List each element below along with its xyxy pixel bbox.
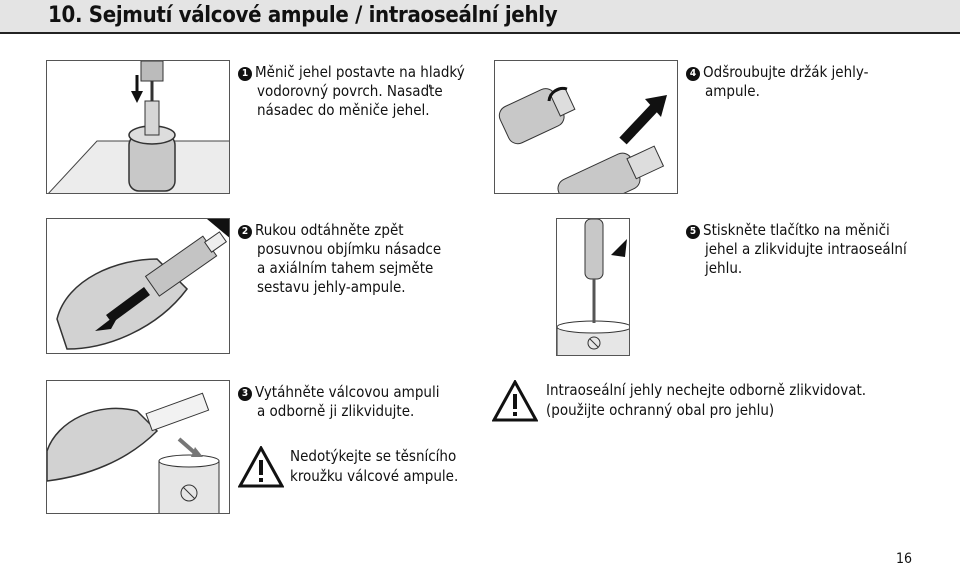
- illustration-step-5: [556, 218, 630, 356]
- step-2-line-1: Rukou odtáhněte zpět: [255, 221, 404, 239]
- step-1-line-3: násadec do měniče jehel.: [257, 101, 430, 119]
- warning-seal-line-2: kroužku válcové ampule.: [290, 467, 459, 485]
- step-number-badge: 3: [238, 387, 252, 401]
- warning-seal-line-1: Nedotýkejte se těsnícího: [290, 447, 457, 465]
- illustration-step-4: [494, 60, 678, 194]
- step-3-line-1: Vytáhněte válcovou ampuli: [255, 383, 440, 401]
- step-number-badge: 1: [238, 67, 252, 81]
- illustration-step-3: [46, 380, 230, 514]
- title-bar: 10. Sejmutí válcové ampule / intraoseáln…: [0, 0, 960, 34]
- step-2-line-2: posuvnou objímku násadce: [257, 240, 442, 258]
- page-number: 16: [896, 551, 913, 567]
- warning-seal-text: Nedotýkejte se těsnícího kroužku válcové…: [290, 446, 458, 486]
- step-3-line-2: a odborně ji zlikvidujte.: [257, 402, 415, 420]
- step-5-line-3: jehlu.: [705, 259, 743, 277]
- warning-triangle-icon: [238, 446, 284, 488]
- step-4-line-2: ampule.: [705, 82, 760, 100]
- step-5-line-1: Stiskněte tlačítko na měniči: [703, 221, 890, 239]
- step-1-line-2: vodorovný povrch. Nasaďte: [257, 82, 443, 100]
- illustration-step-1: [46, 60, 230, 194]
- step-number-badge: 5: [686, 225, 700, 239]
- step-1-line-1: Měnič jehel postavte na hladký: [255, 63, 465, 81]
- step-2-line-4: sestavu jehly-ampule.: [257, 278, 406, 296]
- illustration-step-2: [46, 218, 230, 354]
- page-title: 10. Sejmutí válcové ampule / intraoseáln…: [48, 3, 558, 28]
- warning-triangle-icon: [492, 380, 538, 422]
- warning-dispose-line-2: (použijte ochranný obal pro jehlu): [546, 401, 775, 419]
- step-5-line-2: jehel a zlikvidujte intraoseální: [705, 240, 907, 258]
- step-2-line-3: a axiálním tahem sejměte: [257, 259, 434, 277]
- warning-dispose-text: Intraoseální jehly nechejte odborně zlik…: [546, 380, 866, 420]
- warning-dispose-line-1: Intraoseální jehly nechejte odborně zlik…: [546, 381, 867, 399]
- step-number-badge: 4: [686, 67, 700, 81]
- step-number-badge: 2: [238, 225, 252, 239]
- step-4-line-1: Odšroubujte držák jehly-: [703, 63, 869, 81]
